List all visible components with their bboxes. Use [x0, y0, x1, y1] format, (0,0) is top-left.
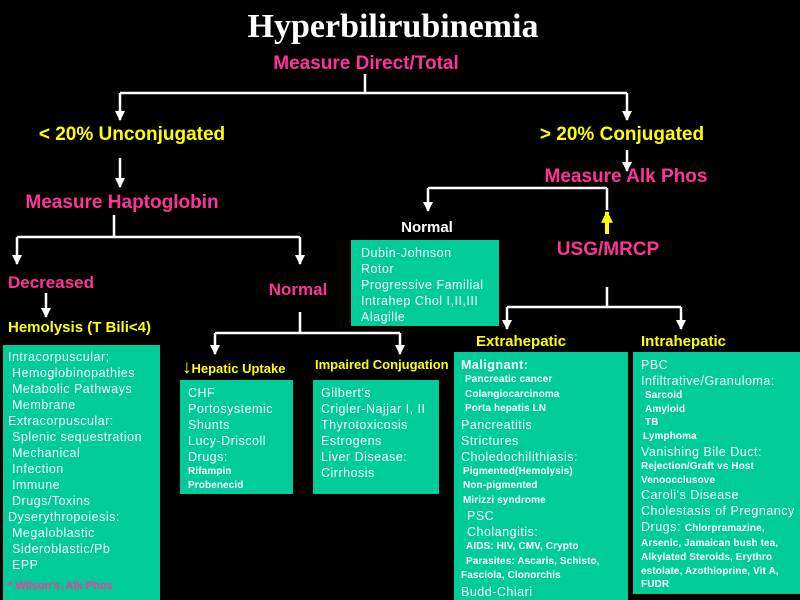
- step-measure-haptoglobin: Measure Haptoglobin: [25, 192, 219, 213]
- list-item: Thyrotoxicosis: [321, 418, 408, 432]
- list-item: Caroli's Disease: [641, 488, 739, 503]
- list-item: Extracorpuscular:: [8, 414, 114, 428]
- list-item: Sarcoid: [645, 390, 683, 401]
- step-usg-mrcp: USG/MRCP: [556, 239, 660, 260]
- list-item: Parasites: Ascaris, Schisto,: [466, 555, 600, 567]
- hepatic-uptake-box: CHF Portosystemic Shunts Lucy-Driscoll D…: [180, 380, 293, 494]
- list-item: PSC: [467, 509, 495, 523]
- branch-extrahepatic: Extrahepatic: [476, 333, 567, 350]
- list-item: Rifampin: [188, 466, 232, 477]
- list-item: Shunts: [188, 418, 230, 432]
- list-item: Splenic sequestration: [12, 430, 143, 444]
- list-item: Progressive Familial: [361, 278, 484, 292]
- drug-name: Chlorpramazine,: [684, 523, 765, 535]
- list-item: Dubin-Johnson: [361, 246, 452, 260]
- hemolysis-causes-box: Intracorpuscular; Hemoglobinopathies Met…: [3, 345, 160, 600]
- list-item: Pancreatic cancer: [465, 374, 553, 385]
- list-item: Pancreatitis: [461, 417, 533, 432]
- list-item: Cirrhosis: [321, 466, 375, 480]
- list-item: Lymphoma: [643, 431, 697, 443]
- list-item: Metabolic Pathways: [12, 382, 133, 396]
- list-item: Cholangitis:: [467, 525, 539, 539]
- list-item: Fasciola, Clonorchis: [461, 570, 561, 581]
- step-measure-direct-total: Measure Direct/Total: [273, 53, 459, 74]
- branch-unconjugated: < 20% Unconjugated: [38, 124, 226, 145]
- list-item: Dyserythropoiesis:: [8, 510, 120, 524]
- page-title: Hyperbilirubinemia: [247, 8, 539, 45]
- impaired-conjugation-box: Gilbert's Crigler-Najjar I, II Thyrotoxi…: [313, 380, 439, 494]
- list-item: Porta hepatis LN: [465, 403, 547, 414]
- list-item: Venoocclusove: [641, 474, 716, 486]
- list-item: Choledochilithiasis:: [461, 449, 579, 464]
- list-item: Mirizzi syndrome: [463, 494, 546, 506]
- branch-conjugated: > 20% Conjugated: [539, 124, 705, 145]
- branch-hepatic-uptake-label: Hepatic Uptake: [191, 361, 286, 376]
- list-item: Sideroblastic/Pb: [12, 542, 111, 556]
- branch-impaired-conjugation: Impaired Conjugation: [315, 357, 449, 372]
- list-item: Rejection/Graft vs Host: [641, 460, 754, 472]
- step-measure-alk-phos: Measure Alk Phos: [544, 166, 708, 187]
- intrahepatic-box: PBC Infiltrative/Granuloma: Sarcoid Amyl…: [633, 352, 800, 594]
- list-item: Infection: [12, 462, 64, 476]
- list-item: estolate, Azothioprine, Vit A,: [641, 565, 779, 577]
- list-item: Lucy-Driscoll: [188, 434, 267, 448]
- drugs-label: Drugs:: [641, 520, 681, 535]
- list-item: Mechanical: [12, 446, 81, 460]
- list-item: Immune: [12, 478, 61, 492]
- list-item: Drugs: Chlorpramazine,: [641, 519, 800, 537]
- list-item: Alkylated Steroids, Erythro: [641, 551, 773, 563]
- list-item: FUDR: [641, 579, 670, 591]
- list-item: Non-pigmented: [463, 480, 538, 491]
- list-item: Arsenic, Jamaican bush tea,: [641, 538, 779, 550]
- list-item: Rotor: [361, 262, 395, 276]
- list-item: Intrahep Chol I,II,III: [361, 294, 479, 308]
- list-item: Strictures: [461, 433, 519, 448]
- list-item: CHF: [188, 386, 216, 400]
- alk-phos-normal-box: Dubin-Johnson Rotor Progressive Familial…: [351, 240, 499, 326]
- branch-hemolysis: Hemolysis (T Bili<4): [8, 319, 151, 336]
- list-item: Pigmented(Hemolysis): [463, 465, 573, 477]
- list-item: Probenecid: [188, 480, 244, 491]
- list-item: Malignant:: [461, 358, 529, 372]
- branch-hepatic-uptake: ↓Hepatic Uptake: [182, 358, 285, 377]
- list-item: AIDS: HIV, CMV, Crypto: [466, 541, 579, 552]
- list-item: Gilbert's: [321, 386, 371, 400]
- branch-haptoglobin-normal: Normal: [268, 280, 328, 299]
- list-item: Infiltrative/Granuloma:: [641, 374, 775, 388]
- list-item: Hemoglobinopathies: [12, 366, 135, 380]
- list-item: Vanishing Bile Duct:: [641, 444, 762, 459]
- list-item: Portosystemic: [188, 402, 273, 416]
- list-item: Crigler-Najjar I, II: [321, 402, 426, 416]
- list-item: Colangiocarcinoma: [465, 388, 560, 400]
- list-item: Drugs/Toxins: [12, 494, 91, 508]
- branch-alk-phos-normal: Normal: [401, 219, 453, 236]
- list-item: Membrane: [12, 398, 76, 412]
- list-item: TB: [645, 417, 659, 429]
- list-item: Budd-Chiari: [461, 584, 533, 599]
- list-item: Cholestasis of Pregnancy: [641, 504, 795, 519]
- list-item: Drugs:: [188, 450, 228, 464]
- branch-decreased: Decreased: [8, 273, 95, 292]
- list-item: Estrogens: [321, 434, 382, 448]
- extrahepatic-box: Malignant: Pancreatic cancer Colangiocar…: [454, 352, 628, 600]
- list-item: Intracorpuscular;: [8, 350, 110, 364]
- branch-intrahepatic: Intrahepatic: [641, 333, 727, 350]
- down-arrow-icon: ↓: [182, 357, 192, 378]
- list-item: Amyloid: [645, 403, 686, 415]
- footnote: * Wilson's↓Alk Phos: [8, 580, 113, 592]
- list-item: PBC: [641, 358, 669, 372]
- list-item: Megaloblastic: [12, 526, 95, 540]
- list-item: Alagille: [361, 310, 406, 324]
- list-item: Liver Disease:: [321, 450, 408, 464]
- list-item: EPP: [12, 558, 39, 572]
